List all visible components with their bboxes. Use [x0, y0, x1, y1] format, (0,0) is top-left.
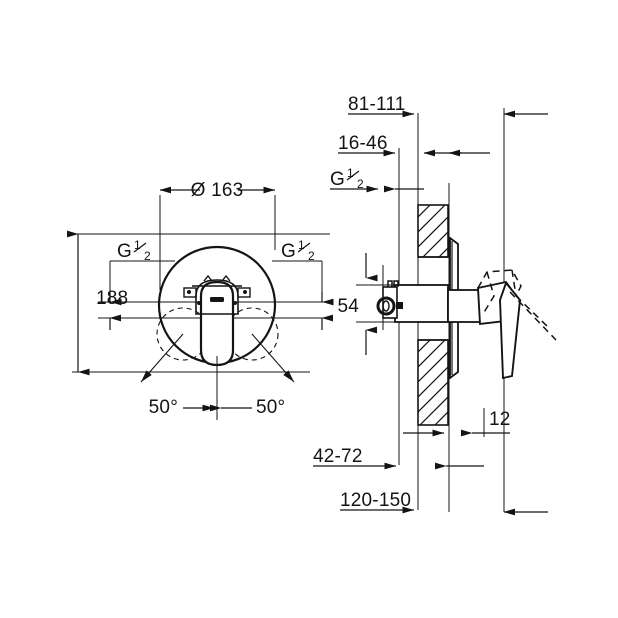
lever-handle-phantom-dashed: [477, 269, 557, 341]
thread-label-side: G 1 2: [330, 166, 364, 191]
wall-section-upper: [417, 204, 449, 258]
dim-16-46-label: 16-46: [338, 133, 388, 154]
side-view-group: 81-111 16-46 G 1 2: [313, 94, 557, 516]
dim-12-label: 12: [489, 409, 511, 430]
inlet-left-denominator: 2: [144, 249, 151, 263]
inlet-right-dimension: G 1 2: [272, 238, 334, 330]
diameter-dimension: Ø 163: [159, 180, 276, 290]
angle-left-label: 50°: [149, 397, 178, 418]
handle-indicator-slot: [210, 297, 224, 302]
inlet-left-label-text: G: [117, 241, 132, 262]
front-view-group: Ø 163 188 G 1 2: [67, 180, 334, 420]
valve-sleeve-side: [447, 289, 481, 323]
outer-reference-arrows-top: [448, 110, 548, 157]
dim-thread-g12: G 1 2: [330, 166, 424, 193]
dim-42-72-label: 42-72: [313, 446, 363, 467]
dim-120-150-label: 120-150: [340, 490, 411, 511]
dim-54-label: 54: [337, 296, 359, 317]
wall-section-lower: [417, 339, 449, 426]
port-marker: [396, 302, 403, 309]
lever-handle-front: [199, 280, 235, 367]
dim-42-72: 42-72: [313, 446, 484, 470]
dim-81-111-label: 81-111: [348, 94, 406, 115]
angle-dimensions: 50° 50°: [126, 333, 310, 420]
inlet-left-label: G 1 2: [117, 238, 151, 263]
concealed-valve-body: [376, 280, 449, 323]
thread-label-letter: G: [330, 169, 345, 190]
fixing-lug-left: [183, 287, 197, 298]
inlet-right-numerator: 1: [298, 238, 305, 252]
diameter-label: Ø 163: [191, 180, 244, 201]
angle-right-label: 50°: [256, 397, 285, 418]
dim-81-111: 81-111: [348, 94, 414, 118]
cartridge-body-front: [183, 274, 251, 315]
thread-denominator: 2: [357, 177, 364, 191]
dim-54: 54: [337, 253, 399, 355]
thread-numerator: 1: [347, 166, 354, 180]
fixing-lug-right: [237, 287, 251, 298]
inlet-right-label-text: G: [281, 241, 296, 262]
height-label: 188: [96, 288, 128, 309]
inlet-left-numerator: 1: [134, 238, 141, 252]
inlet-port-circle: [376, 296, 396, 316]
inlet-right-label: G 1 2: [281, 238, 315, 263]
dim-120-150: 120-150: [340, 490, 414, 514]
dim-12: 12: [403, 408, 511, 437]
inlet-right-denominator: 2: [308, 249, 315, 263]
